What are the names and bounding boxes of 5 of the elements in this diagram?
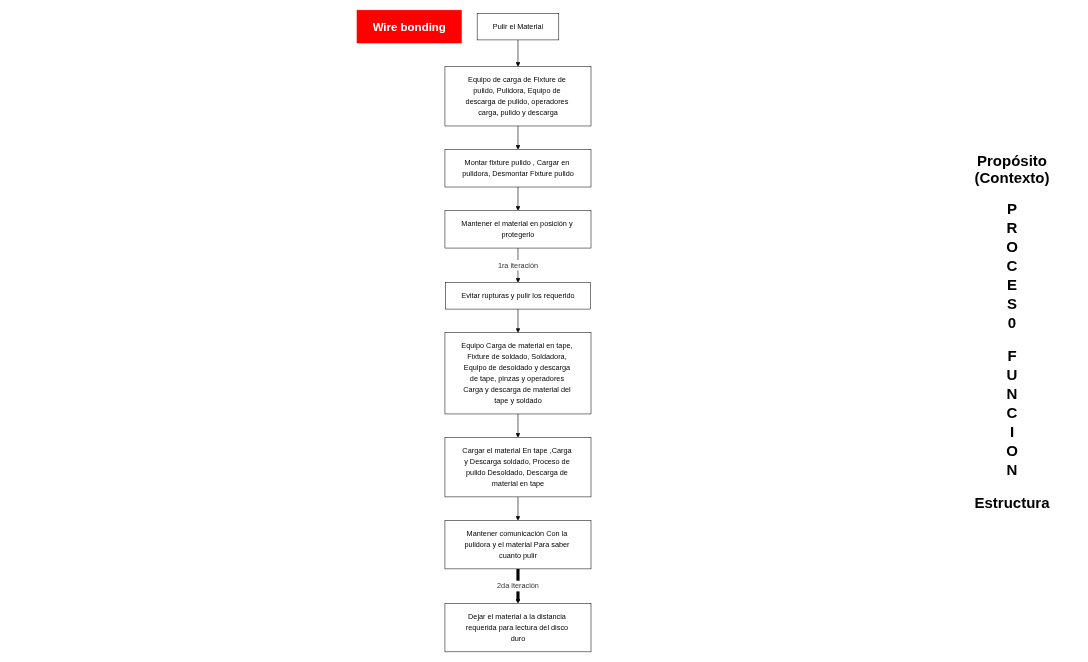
vertical-label: FUNCION: [1003, 346, 1021, 480]
section-label: Estructura: [974, 493, 1050, 511]
vertical-label: PROCES0: [1003, 199, 1021, 333]
section-label: Propósito (Contexto): [973, 151, 1051, 186]
node-box: Wire bonding: [356, 9, 462, 44]
